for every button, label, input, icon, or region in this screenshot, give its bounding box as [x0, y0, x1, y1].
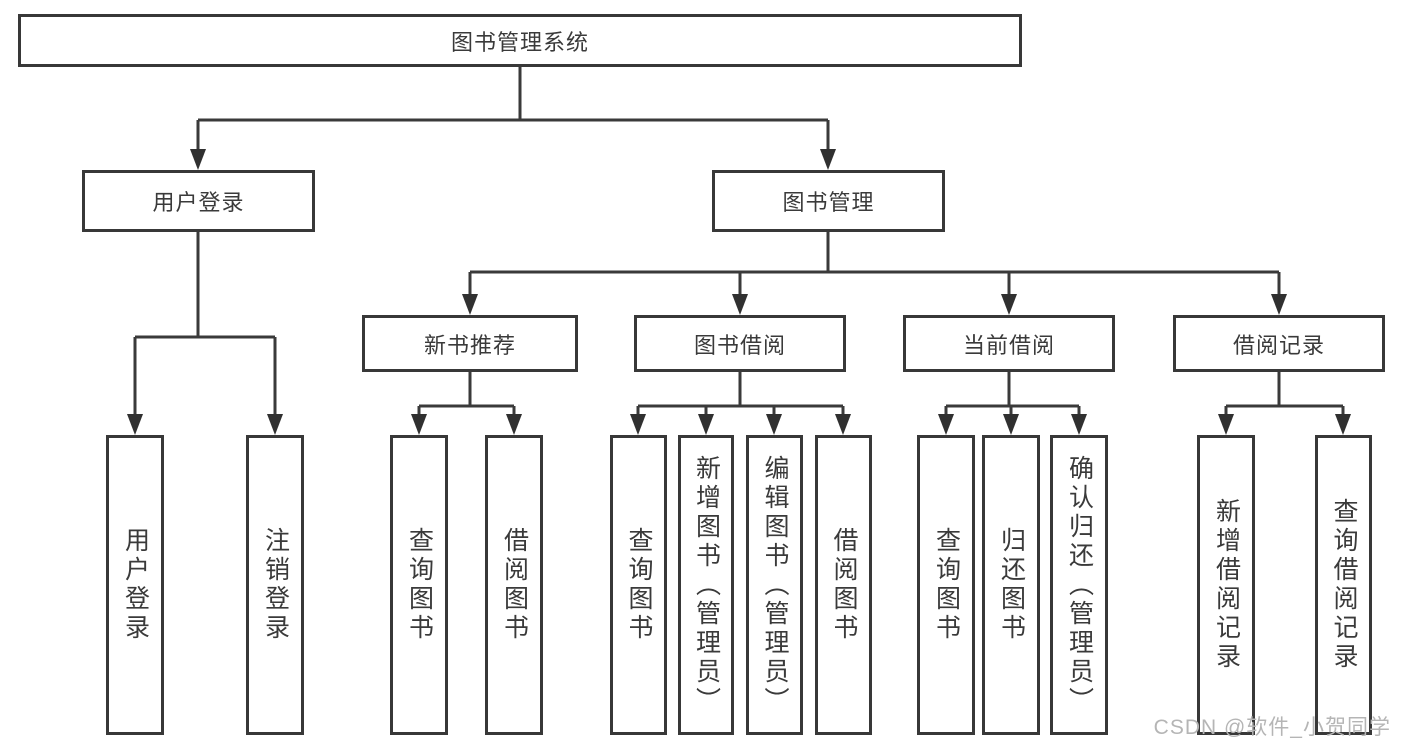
leaf-add-borrow-record: 新增借阅记录: [1197, 435, 1255, 735]
leaf-return-books: 归还图书: [982, 435, 1040, 735]
node-book-management: 图书管理: [712, 170, 945, 232]
leaf-current-query-books: 查询图书: [917, 435, 975, 735]
leaf-confirm-return-admin: 确认归还（管理员）: [1050, 435, 1108, 735]
node-user-login: 用户登录: [82, 170, 315, 232]
node-root: 图书管理系统: [18, 14, 1022, 67]
leaf-borrow-query-books: 查询图书: [610, 435, 667, 735]
leaf-user-login: 用户登录: [106, 435, 164, 735]
leaf-recommend-query-books: 查询图书: [390, 435, 448, 735]
node-borrow-records: 借阅记录: [1173, 315, 1385, 372]
node-book-borrow: 图书借阅: [634, 315, 846, 372]
node-current-borrow: 当前借阅: [903, 315, 1115, 372]
leaf-query-borrow-record: 查询借阅记录: [1315, 435, 1372, 735]
leaf-logout: 注销登录: [246, 435, 304, 735]
leaf-edit-book-admin: 编辑图书（管理员）: [746, 435, 803, 735]
leaf-borrow-books: 借阅图书: [815, 435, 872, 735]
leaf-add-book-admin: 新增图书（管理员）: [678, 435, 734, 735]
watermark: CSDN @软件_小贺同学: [1153, 716, 1391, 739]
leaf-recommend-borrow-books: 借阅图书: [485, 435, 543, 735]
node-new-book-recommend: 新书推荐: [362, 315, 578, 372]
